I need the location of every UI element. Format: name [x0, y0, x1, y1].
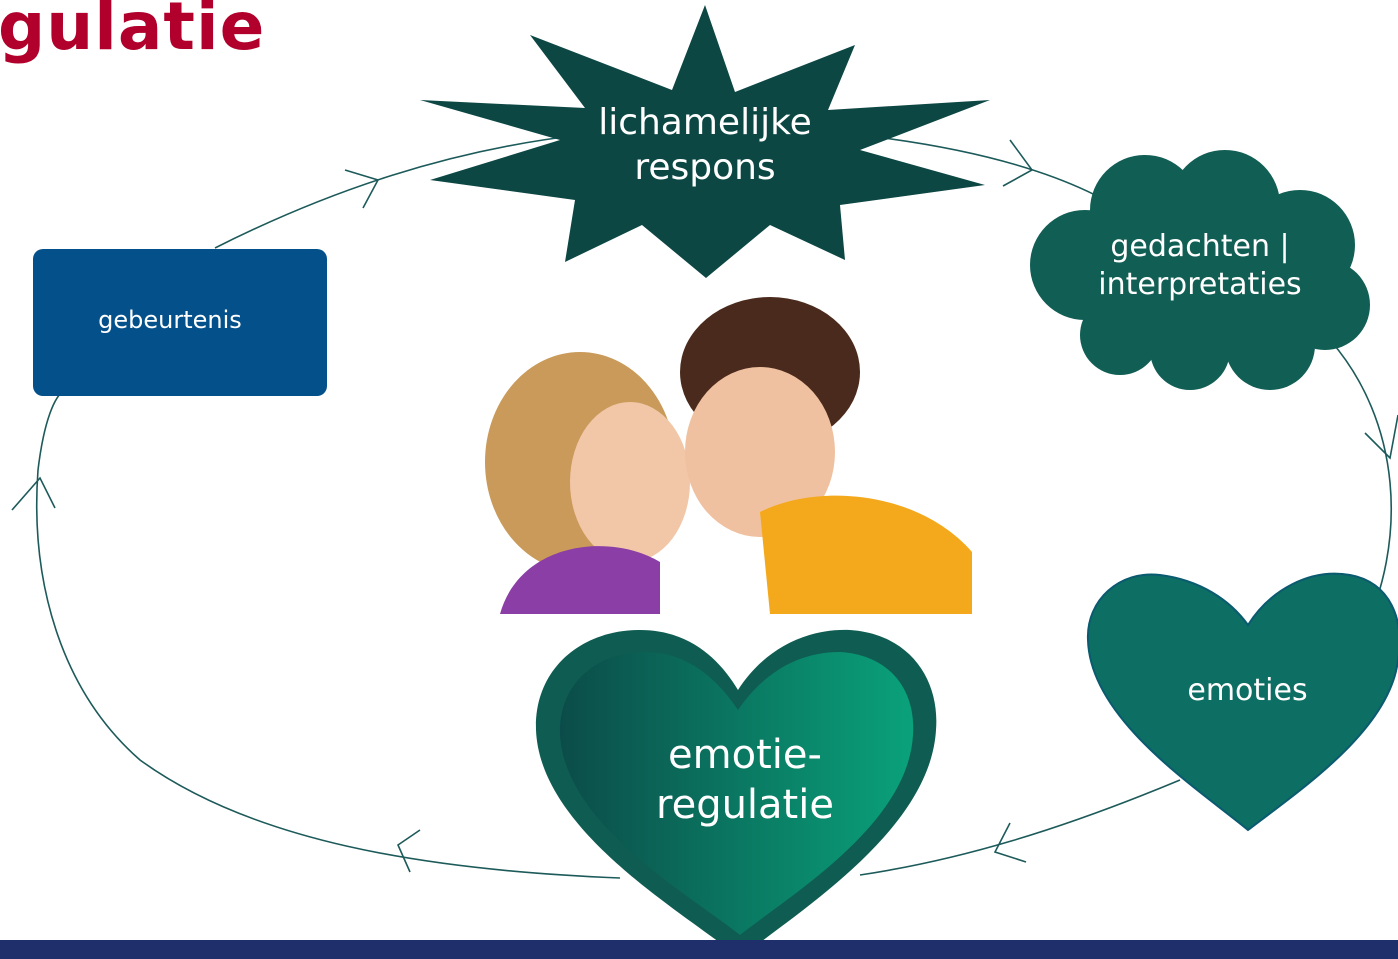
body-response-label: lichamelijke respons: [598, 102, 812, 188]
emotions-heart[interactable]: [1086, 572, 1398, 832]
thoughts-label: gedachten | interpretaties: [1098, 229, 1302, 302]
emotion-regulation-label: emotie- regulatie: [656, 732, 834, 828]
event-box[interactable]: [33, 249, 327, 396]
arrow-icon: [11, 139, 1398, 873]
emotion-regulation-heart-inner: [559, 652, 914, 935]
thoughts-cloud[interactable]: [1030, 150, 1370, 390]
emotions-label: emoties: [1187, 673, 1308, 708]
children-shouting-photo: [460, 292, 972, 614]
footer-bar: [0, 940, 1398, 959]
event-label: gebeurtenis: [98, 306, 242, 334]
body-response-star[interactable]: [420, 5, 990, 278]
page-title: gulatie: [0, 0, 266, 65]
